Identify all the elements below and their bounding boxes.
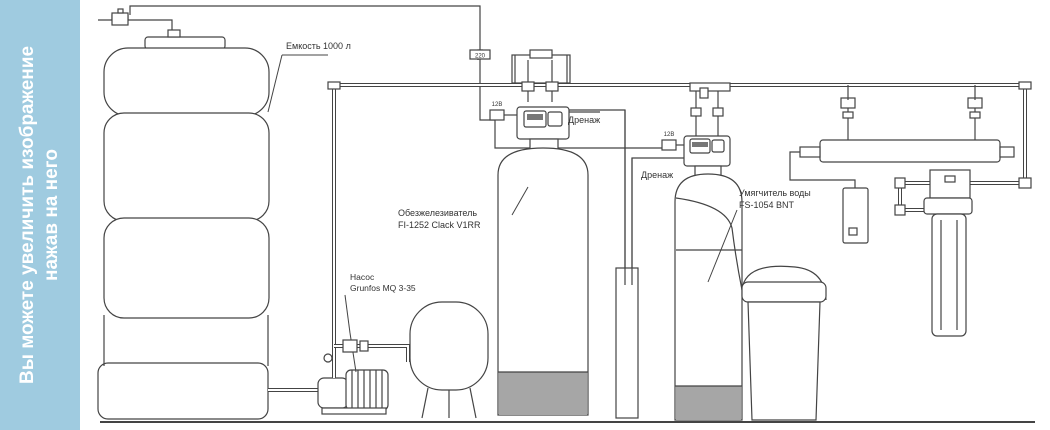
enlarge-hint-banner[interactable]: Вы можете увеличить изображение нажав на… <box>0 0 80 430</box>
water-softener <box>674 135 743 421</box>
bypass-valves-softener <box>689 82 731 136</box>
power-plug <box>111 8 129 26</box>
transformer-2 <box>661 139 686 151</box>
power-box-label: 220 <box>475 54 486 60</box>
softener-label-line1: Умягчитель воды <box>739 188 811 198</box>
drain-label-2: Дренаж <box>641 170 673 180</box>
softener-leader-line <box>707 209 738 283</box>
pump-label-line2: Grunfos MQ 3-35 <box>350 283 416 293</box>
drain-standpipe <box>615 110 639 419</box>
transformer-1 <box>489 109 517 121</box>
drain-label-1: Дренаж <box>568 115 600 125</box>
transformer-2-label: 12В <box>664 132 675 138</box>
uv-power-cable <box>789 151 856 188</box>
cartridge-filter <box>923 169 973 337</box>
iron-removal-filter <box>497 106 589 416</box>
pipe-fittings <box>327 81 1032 216</box>
uv-sterilizer <box>799 85 1015 163</box>
iron-filter-label-line1: Обезжелезиватель <box>398 208 477 218</box>
tank-leader-line <box>267 54 283 113</box>
transformer-1-label: 12В <box>492 102 503 108</box>
hydro-accumulator <box>409 301 489 419</box>
iron-filter-leader-line <box>511 186 529 216</box>
pump <box>317 369 389 415</box>
softener-label-line2: FS-1054 BNT <box>739 200 795 210</box>
pump-label-line1: Насос <box>350 272 375 282</box>
brine-tank <box>741 281 827 421</box>
bypass-valves-iron-filter <box>511 49 571 102</box>
power-box <box>469 49 491 60</box>
iron-filter-label-line2: FI-1252 Clack V1RR <box>398 220 481 230</box>
pressure-switch <box>323 339 369 363</box>
tank-label: Емкость 1000 л <box>286 41 351 51</box>
storage-tank <box>97 29 270 420</box>
uv-ballast <box>842 187 869 244</box>
